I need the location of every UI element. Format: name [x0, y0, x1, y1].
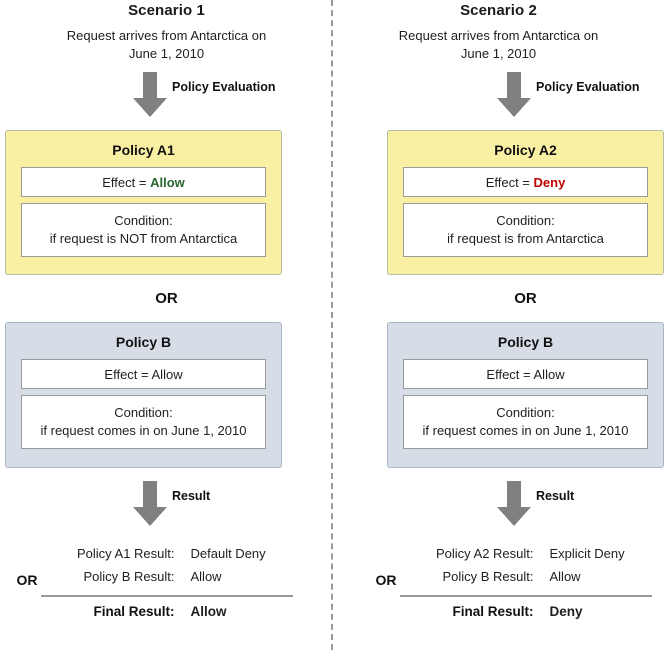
policy-b-effect-value: Allow: [533, 367, 565, 382]
result-table: OR Policy A2 Result: Explicit Deny Polic…: [376, 546, 652, 627]
result-summary: OR Policy A2 Result: Explicit Deny Polic…: [376, 546, 664, 627]
policy-evaluation-arrow-label: Policy Evaluation: [536, 80, 640, 94]
policy-a-title: Policy A1: [112, 142, 175, 158]
policy-a-condition-line2: if request is from Antarctica: [447, 231, 604, 246]
result-row: Policy A2 Result: Explicit Deny: [400, 546, 652, 569]
policy-a-effect-value: Deny: [533, 175, 566, 190]
result-row-label: Policy B Result:: [83, 569, 175, 584]
policy-a-effect-prefix: Effect =: [485, 175, 534, 190]
policy-b-condition: Condition: if request comes in on June 1…: [403, 395, 648, 449]
result-row: Policy B Result: Allow: [41, 569, 293, 592]
result-row: Policy B Result: Allow: [400, 569, 652, 592]
scenario-title: Scenario 1: [128, 2, 205, 19]
result-divider-rule: [40, 595, 293, 597]
final-result-row: Final Result: Allow: [41, 604, 293, 627]
policy-b-condition-line2: if request comes in on June 1, 2010: [422, 423, 629, 438]
policy-b-condition-line1: Condition:: [496, 405, 555, 420]
policy-b-box: Policy B Effect = Allow Condition: if re…: [5, 322, 282, 468]
policy-a-condition-line1: Condition:: [114, 213, 173, 228]
policy-evaluation-arrow-icon: Policy Evaluation: [132, 72, 276, 118]
scenario-divider: [331, 0, 333, 650]
policy-a-box: Policy A2 Effect = Deny Condition: if re…: [387, 130, 664, 275]
policy-a-condition: Condition: if request is NOT from Antarc…: [21, 203, 266, 257]
result-or-badge: OR: [16, 572, 38, 588]
or-separator: OR: [514, 290, 537, 307]
policy-b-condition: Condition: if request comes in on June 1…: [21, 395, 266, 449]
policy-b-title: Policy B: [497, 334, 554, 350]
result-row-label: Policy A1 Result:: [76, 546, 175, 561]
result-arrow-label: Result: [536, 489, 575, 503]
final-result-label: Final Result:: [93, 604, 175, 619]
policy-b-box: Policy B Effect = Allow Condition: if re…: [387, 322, 664, 468]
policy-a-effect-value: Allow: [150, 175, 185, 190]
policy-b-condition-line1: Condition:: [114, 405, 173, 420]
result-row-value: Explicit Deny: [549, 546, 625, 561]
result-arrow-icon: Result: [132, 481, 210, 527]
policy-a-title: Policy A2: [494, 142, 557, 158]
policy-b-effect-value: Allow: [151, 367, 183, 382]
final-result-row: Final Result: Deny: [400, 604, 652, 627]
policy-a-condition-line1: Condition:: [496, 213, 555, 228]
scenario-column-1: Scenario 1 Request arrives from Antarcti…: [0, 2, 333, 627]
result-row-label: Policy B Result:: [442, 569, 534, 584]
result-row: Policy A1 Result: Default Deny: [41, 546, 293, 569]
result-table: OR Policy A1 Result: Default Deny Policy…: [17, 546, 293, 627]
policy-b-effect-prefix: Effect =: [486, 367, 534, 382]
policy-a-effect-prefix: Effect =: [102, 175, 151, 190]
policy-a-box: Policy A1 Effect = Allow Condition: if r…: [5, 130, 282, 275]
policy-b-effect: Effect = Allow: [21, 359, 266, 389]
final-result-value: Deny: [549, 604, 583, 619]
policy-b-title: Policy B: [115, 334, 172, 350]
scenario-title: Scenario 2: [460, 2, 537, 19]
request-description: Request arrives from Antarctica on June …: [66, 28, 267, 61]
or-separator: OR: [155, 290, 178, 307]
result-row-value: Allow: [549, 569, 581, 584]
result-row-value: Default Deny: [190, 546, 266, 561]
policy-a-effect: Effect = Deny: [403, 167, 648, 197]
result-arrow-label: Result: [172, 489, 211, 503]
result-summary: OR Policy A1 Result: Default Deny Policy…: [0, 546, 333, 627]
policy-a-effect: Effect = Allow: [21, 167, 266, 197]
policy-b-condition-line2: if request comes in on June 1, 2010: [40, 423, 247, 438]
policy-evaluation-arrow-label: Policy Evaluation: [172, 80, 276, 94]
policy-evaluation-arrow-icon: Policy Evaluation: [496, 72, 640, 118]
result-or-badge: OR: [375, 572, 397, 588]
final-result-label: Final Result:: [452, 604, 534, 619]
result-divider-rule: [399, 595, 652, 597]
policy-b-effect: Effect = Allow: [403, 359, 648, 389]
policy-a-condition-line2: if request is NOT from Antarctica: [49, 231, 238, 246]
scenario-column-2: Scenario 2 Request arrives from Antarcti…: [332, 0, 665, 650]
result-row-value: Allow: [190, 569, 222, 584]
final-result-value: Allow: [190, 604, 227, 619]
policy-b-effect-prefix: Effect =: [104, 367, 152, 382]
policy-a-condition: Condition: if request is from Antarctica: [403, 203, 648, 257]
result-arrow-icon: Result: [496, 481, 574, 527]
request-description: Request arrives from Antarctica on June …: [398, 28, 599, 61]
result-row-label: Policy A2 Result:: [435, 546, 534, 561]
